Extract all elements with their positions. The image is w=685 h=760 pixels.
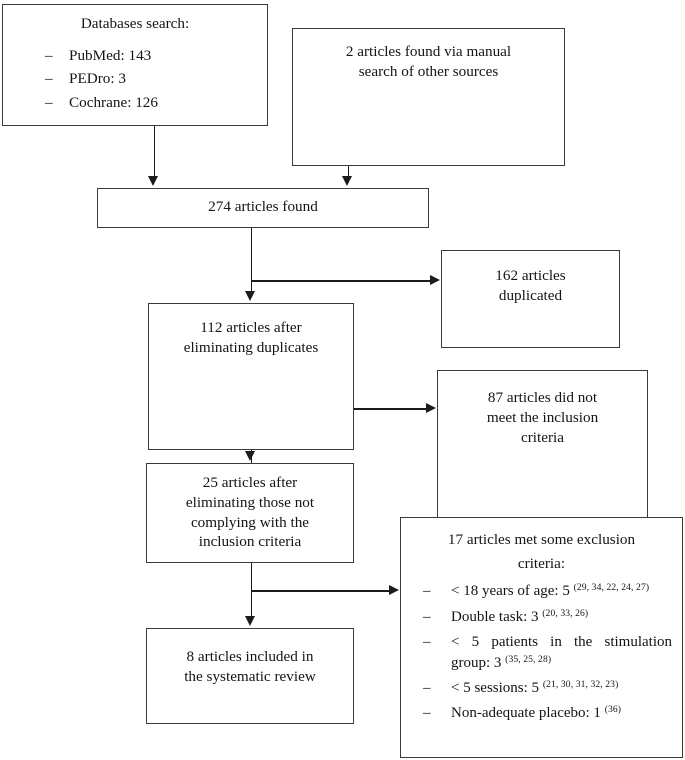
manual-line-2: search of other sources: [358, 62, 499, 80]
list-item-label: < 5 sessions: 5: [451, 680, 543, 696]
manual-line-1: 2 articles found via manual: [345, 43, 512, 60]
arrowhead-databases-to-found: [148, 176, 158, 186]
arrowhead-manual-to-found: [342, 176, 352, 186]
included-line-1: 8 articles included in: [186, 648, 314, 665]
dash-bullet: –: [423, 608, 431, 625]
dash-bullet: –: [423, 680, 431, 696]
list-item-label: < 18 years of age: 5: [451, 583, 574, 600]
exclusion-title-line-2: criteria:: [517, 555, 566, 573]
list-item: – < 5 patients in the stimulation group:…: [411, 632, 672, 673]
arrowhead-found-to-duplicated: [430, 275, 440, 285]
arrowhead-after-criteria-to-included: [245, 616, 255, 626]
list-item: – PubMed: 143: [11, 45, 259, 67]
box-after-eliminating-duplicates: 112 articles after eliminating duplicate…: [148, 303, 354, 450]
after-duplicates-line-2: eliminating duplicates: [183, 338, 319, 356]
after-criteria-line-4: inclusion criteria: [198, 533, 302, 551]
connector-databases-to-found: [153, 126, 155, 176]
after-duplicates-line-1: 112 articles after: [200, 319, 302, 336]
box-manual-search: 2 articles found via manual search of ot…: [292, 28, 565, 166]
list-item: – PEDro: 3: [11, 68, 259, 90]
databases-heading: Databases search:: [80, 15, 190, 32]
not-meet-line-1: 87 articles did not: [487, 389, 598, 406]
reference-superscript: (21, 30, 31, 32, 23): [542, 679, 619, 691]
connector-found-to-duplicated: [250, 280, 431, 282]
dash-bullet: –: [423, 705, 431, 722]
articles-found-label: 274 articles found: [208, 198, 318, 215]
arrowhead-after-duplicates-to-after-criteria: [245, 451, 255, 461]
connector-manual-to-found: [347, 166, 349, 176]
reference-superscript: (20, 33, 26): [542, 607, 589, 619]
after-criteria-line-2: eliminating those not: [185, 493, 315, 511]
included-line-2: the systematic review: [184, 667, 316, 685]
exclusion-criteria-list: – < 18 years of age: 5 (29, 34, 22, 24, …: [411, 581, 672, 723]
list-item: – Double task: 3 (20, 33, 26): [411, 607, 672, 627]
dash-bullet: –: [45, 70, 53, 88]
box-articles-included: 8 articles included in the systematic re…: [146, 628, 354, 724]
list-item-label: Non-adequate placebo: 1: [451, 705, 605, 722]
after-criteria-line-3: complying with the: [190, 513, 310, 531]
list-item: – < 18 years of age: 5 (29, 34, 22, 24, …: [411, 581, 672, 601]
list-item-label: PubMed: 143: [69, 46, 152, 64]
not-meet-line-2: meet the inclusion: [486, 408, 599, 426]
databases-list: – PubMed: 143 – PEDro: 3 – Cochrane: 126: [11, 45, 259, 114]
box-databases-search: Databases search: – PubMed: 143 – PEDro:…: [2, 4, 268, 126]
not-meet-line-3: criteria: [521, 428, 564, 446]
list-item: – < 5 sessions: 5 (21, 30, 31, 32, 23): [411, 678, 672, 698]
arrowhead-after-duplicates-to-not-meet: [426, 403, 436, 413]
connector-found-to-after-duplicates: [250, 228, 252, 291]
dash-bullet: –: [423, 583, 431, 600]
list-item: – Cochrane: 126: [11, 92, 259, 114]
list-item-label: < 5 patients in the stimulation group: 3: [451, 634, 672, 671]
arrowhead-found-to-after-duplicates: [245, 291, 255, 301]
box-after-eliminating-non-complying: 25 articles after eliminating those not …: [146, 463, 354, 563]
box-articles-found: 274 articles found: [97, 188, 429, 228]
box-exclusion-criteria: 17 articles met some exclusion criteria:…: [400, 517, 683, 758]
duplicated-line-2: duplicated: [498, 286, 563, 304]
after-criteria-line-1: 25 articles after: [202, 474, 298, 491]
dash-bullet: –: [423, 634, 431, 651]
box-articles-duplicated: 162 articles duplicated: [441, 250, 620, 348]
reference-superscript: (29, 34, 22, 24, 27): [573, 582, 650, 594]
exclusion-title-line-1: 17 articles met some exclusion: [447, 531, 636, 548]
list-item: – Non-adequate placebo: 1 (36): [411, 703, 672, 723]
dash-bullet: –: [45, 46, 53, 64]
arrowhead-after-criteria-to-exclusion: [389, 585, 399, 595]
reference-superscript: (35, 25, 28): [505, 653, 552, 665]
dash-bullet: –: [45, 93, 53, 111]
list-item-label: Cochrane: 126: [69, 93, 158, 111]
list-item-label: Double task: 3: [451, 608, 543, 625]
list-item-label: PEDro: 3: [69, 70, 126, 88]
duplicated-line-1: 162 articles: [495, 267, 566, 284]
reference-superscript: (36): [604, 704, 622, 716]
connector-after-criteria-to-exclusion: [250, 590, 390, 592]
